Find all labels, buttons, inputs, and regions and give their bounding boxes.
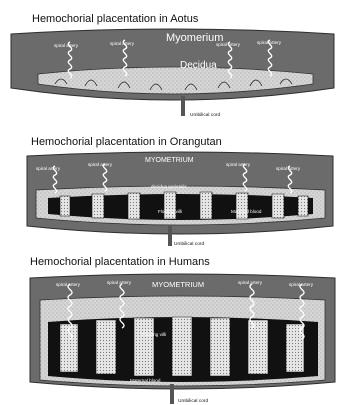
spiral-artery-label: spiral artery bbox=[56, 282, 81, 287]
spiral-artery-label: spiral artery bbox=[238, 280, 263, 285]
panel-title: Hemochorial placentation in Aotus bbox=[32, 13, 199, 25]
umbilical-cord bbox=[168, 226, 172, 246]
umbilical-cord-label: Umbilical cord bbox=[174, 241, 204, 247]
myometrium-label: MYOMETRIUM bbox=[152, 280, 204, 289]
villi-row bbox=[60, 317, 304, 376]
spiral-artery-label: spiral artery bbox=[289, 282, 314, 287]
maternal-blood-label: Maternal blood bbox=[231, 209, 262, 214]
umbilical-cord-label: Umbilical cord bbox=[178, 398, 208, 404]
umbilical-cord bbox=[181, 96, 185, 116]
maternal-blood-label: Maternal blood bbox=[130, 378, 161, 383]
spiral-artery-label: spiral artery bbox=[36, 166, 61, 171]
myometrium-label: MYOMETRIUM bbox=[145, 157, 194, 164]
spiral-artery-label: spiral artery bbox=[257, 40, 282, 45]
spiral-artery-label: spiral artery bbox=[226, 162, 251, 167]
floating-villi-label: Floating villi bbox=[158, 209, 182, 214]
decidua-label: decidua parietalis bbox=[151, 184, 187, 189]
floating-villi-label: Floating villi bbox=[142, 332, 166, 337]
decidua-label: Decidua bbox=[180, 60, 217, 71]
panel-title: Hemochorial placentation in Humans bbox=[30, 256, 210, 268]
spiral-artery-label: spiral artery bbox=[276, 166, 301, 171]
umbilical-cord-label: Umbilical cord bbox=[190, 112, 220, 118]
panel-aotus: Hemochorial placentation in Aotus spiral… bbox=[11, 13, 334, 118]
spiral-artery-label: spiral artery bbox=[54, 43, 79, 48]
panel-title: Hemochorial placentation in Orangutan bbox=[31, 136, 222, 148]
spiral-artery-label: spiral artery bbox=[110, 41, 135, 46]
panel-humans: Hemochorial placentation in Humans spira… bbox=[30, 256, 335, 404]
spiral-artery-label: spiral artery bbox=[107, 280, 132, 285]
umbilical-cord bbox=[170, 384, 174, 404]
myometrium-label: Myomerium bbox=[166, 32, 223, 44]
spiral-artery-label: spiral artery bbox=[88, 162, 113, 167]
panel-orangutan: Hemochorial placentation in Orangutan sp… bbox=[27, 136, 333, 247]
